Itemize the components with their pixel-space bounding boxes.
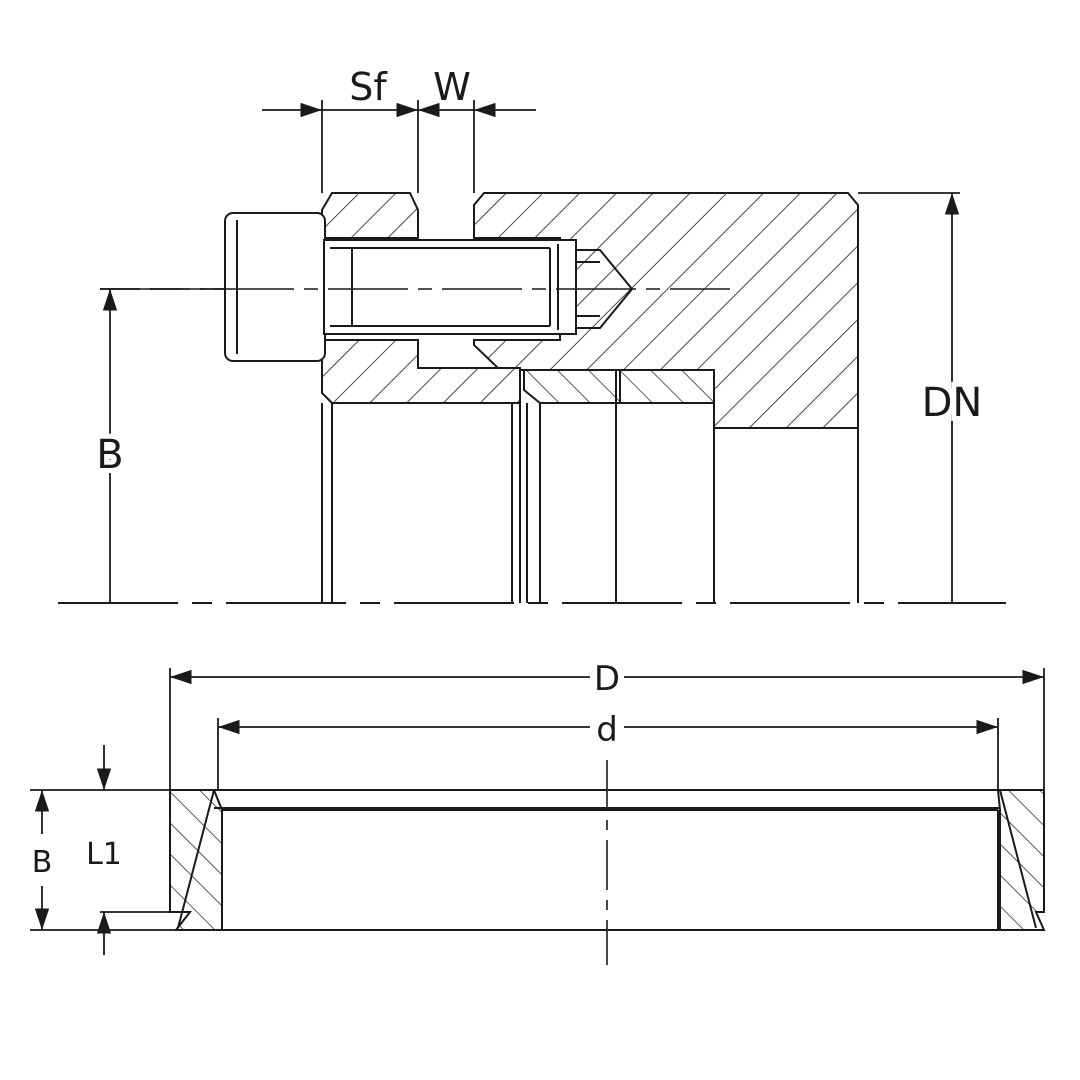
left-flange	[321, 192, 419, 239]
tapered-ring	[523, 369, 621, 404]
dim-b-top	[100, 288, 225, 603]
dim-sf-w	[262, 100, 536, 193]
dim-label-b-ring: B	[32, 845, 53, 880]
bottom-ring-view	[169, 760, 1046, 965]
tapered-ring-right	[619, 369, 715, 404]
dim-label-d-outer: D	[594, 659, 620, 699]
dim-d-outer	[169, 668, 1045, 790]
dim-d-inner	[217, 718, 999, 790]
dim-label-b-top: B	[96, 432, 123, 478]
dim-label-w: W	[433, 65, 471, 109]
dim-label-sf: Sf	[349, 65, 388, 109]
dim-dn	[858, 192, 960, 603]
dim-l1	[96, 745, 170, 955]
dim-label-d-inner: d	[596, 710, 618, 750]
left-flange-lower	[321, 339, 521, 404]
dim-label-dn: DN	[922, 380, 983, 426]
dim-label-l1: L1	[86, 837, 122, 872]
top-section-view	[58, 192, 1006, 604]
screw-head	[224, 212, 326, 362]
screw-shank	[323, 239, 577, 335]
